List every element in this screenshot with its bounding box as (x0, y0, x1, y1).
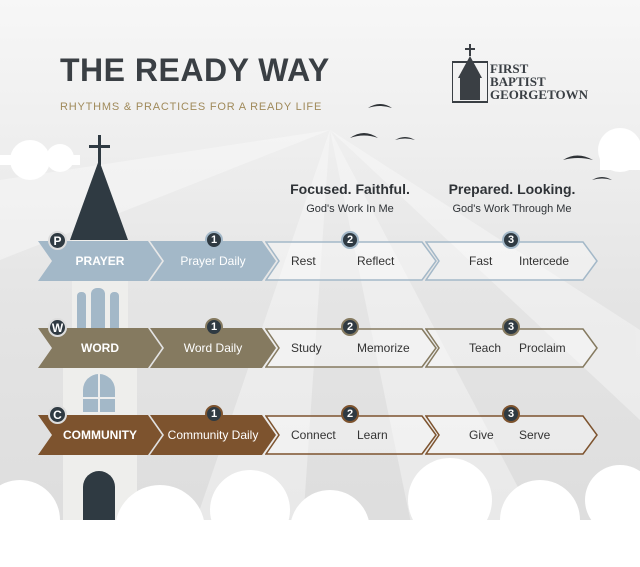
practice: Connect (291, 428, 336, 442)
page-subtitle: RHYTHMS & PRACTICES FOR A READY LIFE (60, 101, 323, 113)
step-3-badge: 3 (502, 405, 520, 423)
clouds (0, 128, 640, 567)
row-community: COMMUNITY Community Daily Connect Learn … (0, 405, 640, 455)
practice: Fast (469, 254, 493, 268)
prayer-stage3-chevron: Fast Intercede (425, 241, 598, 281)
practice: Serve (519, 428, 551, 442)
word-stage3-chevron: Teach Proclaim (425, 328, 598, 368)
practice: Memorize (357, 341, 410, 355)
practice: Learn (357, 428, 388, 442)
community-stage2-chevron: Connect Learn (265, 415, 437, 455)
community-letter-badge: C (48, 405, 67, 424)
practice: Give (469, 428, 494, 442)
step-1-badge: 1 (205, 405, 223, 423)
step-2-badge: 2 (341, 231, 359, 249)
word-stage2-chevron: Study Memorize (265, 328, 437, 368)
practice: Teach (469, 341, 502, 355)
step-2-badge: 2 (341, 318, 359, 336)
column-header-stage3: Prepared. Looking.God's Work Through Me (448, 181, 576, 215)
church-logo-icon (452, 44, 488, 103)
step-1-badge: 1 (205, 231, 223, 249)
step-1-badge: 1 (205, 318, 223, 336)
practice: Study (291, 341, 322, 355)
step-3-badge: 3 (502, 231, 520, 249)
prayer-stage2-chevron: Rest Reflect (265, 241, 437, 281)
column-header-stage2: Focused. Faithful.God's Work In Me (290, 181, 410, 215)
row-word: WORD Word Daily Study Memorize Teach Pro… (0, 318, 640, 368)
practice: Rest (291, 254, 316, 268)
step-2-badge: 2 (341, 405, 359, 423)
step-3-badge: 3 (502, 318, 520, 336)
birds-icon (350, 104, 612, 180)
practice: Reflect (357, 254, 395, 268)
practice: Proclaim (519, 341, 566, 355)
prayer-letter-badge: P (48, 231, 67, 250)
page-title: THE READY WAY (60, 52, 330, 88)
community-stage3-chevron: Give Serve (425, 415, 598, 455)
word-letter-badge: W (48, 318, 67, 337)
practice: Intercede (519, 254, 570, 268)
row-prayer: PRAYER Prayer Daily Rest Reflect Fast In… (0, 231, 640, 281)
